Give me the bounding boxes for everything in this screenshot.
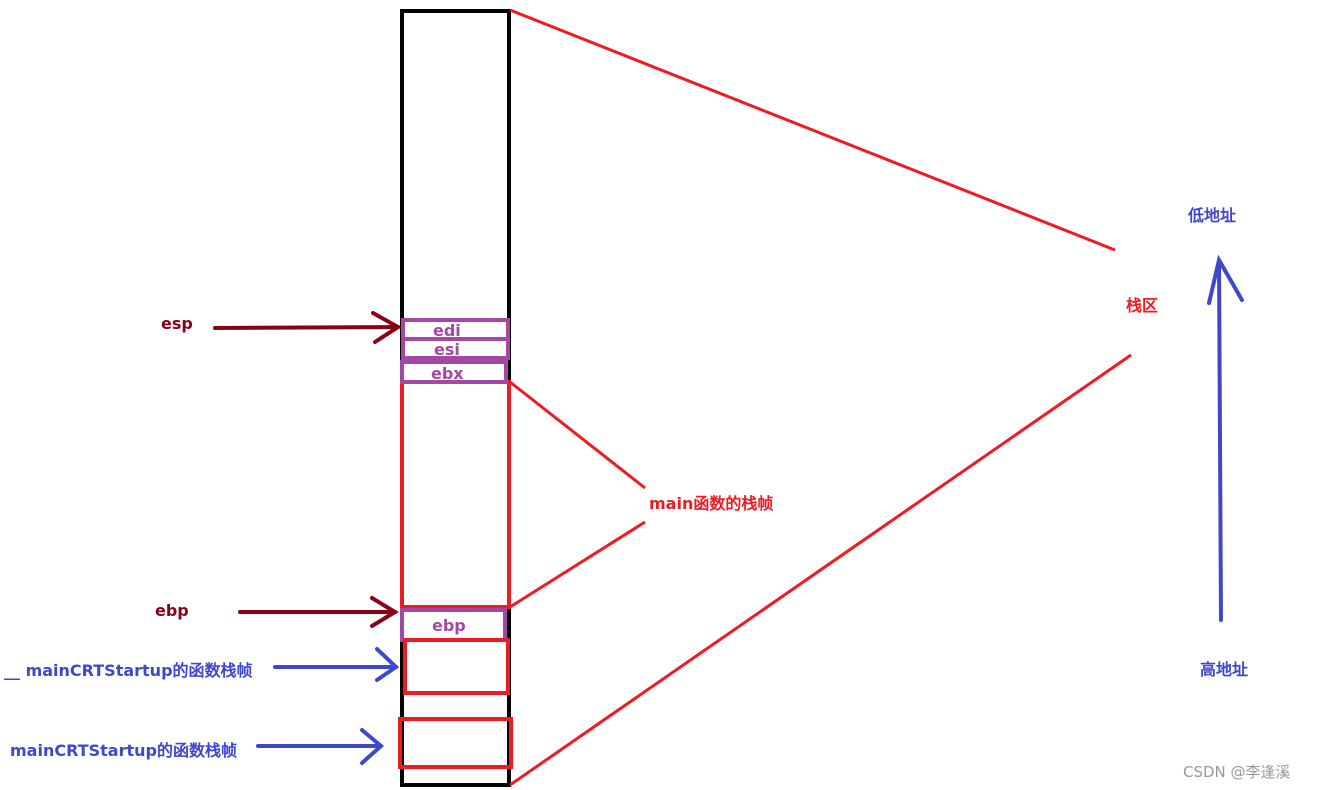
esp-label: esp bbox=[161, 314, 193, 333]
esi-label: esi bbox=[434, 340, 460, 359]
edi-label: edi bbox=[433, 321, 461, 340]
stack-column bbox=[400, 9, 511, 787]
low-address-label: 低地址 bbox=[1187, 206, 1236, 225]
saved-ebp-label: ebp bbox=[432, 616, 466, 635]
main-frame-line-bottom bbox=[509, 520, 646, 609]
crt-frame-label: mainCRTStartup的函数栈帧 bbox=[10, 741, 237, 760]
ebx-slot bbox=[400, 360, 508, 384]
ebx-label: ebx bbox=[431, 364, 464, 383]
esp-arrow-icon bbox=[213, 311, 402, 344]
stack-area-line-top bbox=[509, 8, 1116, 252]
stack-area-line-bottom bbox=[509, 353, 1132, 787]
watermark: CSDN @李逢溪 bbox=[1183, 763, 1291, 781]
esi-slot bbox=[401, 337, 510, 360]
inner-crt-frame-label: __ mainCRTStartup的函数栈帧 bbox=[4, 661, 253, 680]
inner-crt-arrow-icon bbox=[273, 647, 400, 682]
ebp-label: ebp bbox=[155, 601, 189, 620]
inner-crt-frame-box bbox=[403, 638, 510, 695]
high-address-label: 高地址 bbox=[1200, 660, 1248, 679]
crt-arrow-icon bbox=[256, 728, 385, 765]
main-frame-line-top bbox=[509, 380, 646, 490]
main-frame-box bbox=[400, 380, 511, 609]
stack-area-label: 栈区 bbox=[1126, 296, 1158, 315]
crt-frame-box bbox=[398, 717, 513, 769]
ebp-arrow-icon bbox=[238, 596, 399, 628]
address-direction-arrow-icon bbox=[1207, 254, 1244, 622]
main-frame-label: main函数的栈帧 bbox=[649, 494, 773, 513]
